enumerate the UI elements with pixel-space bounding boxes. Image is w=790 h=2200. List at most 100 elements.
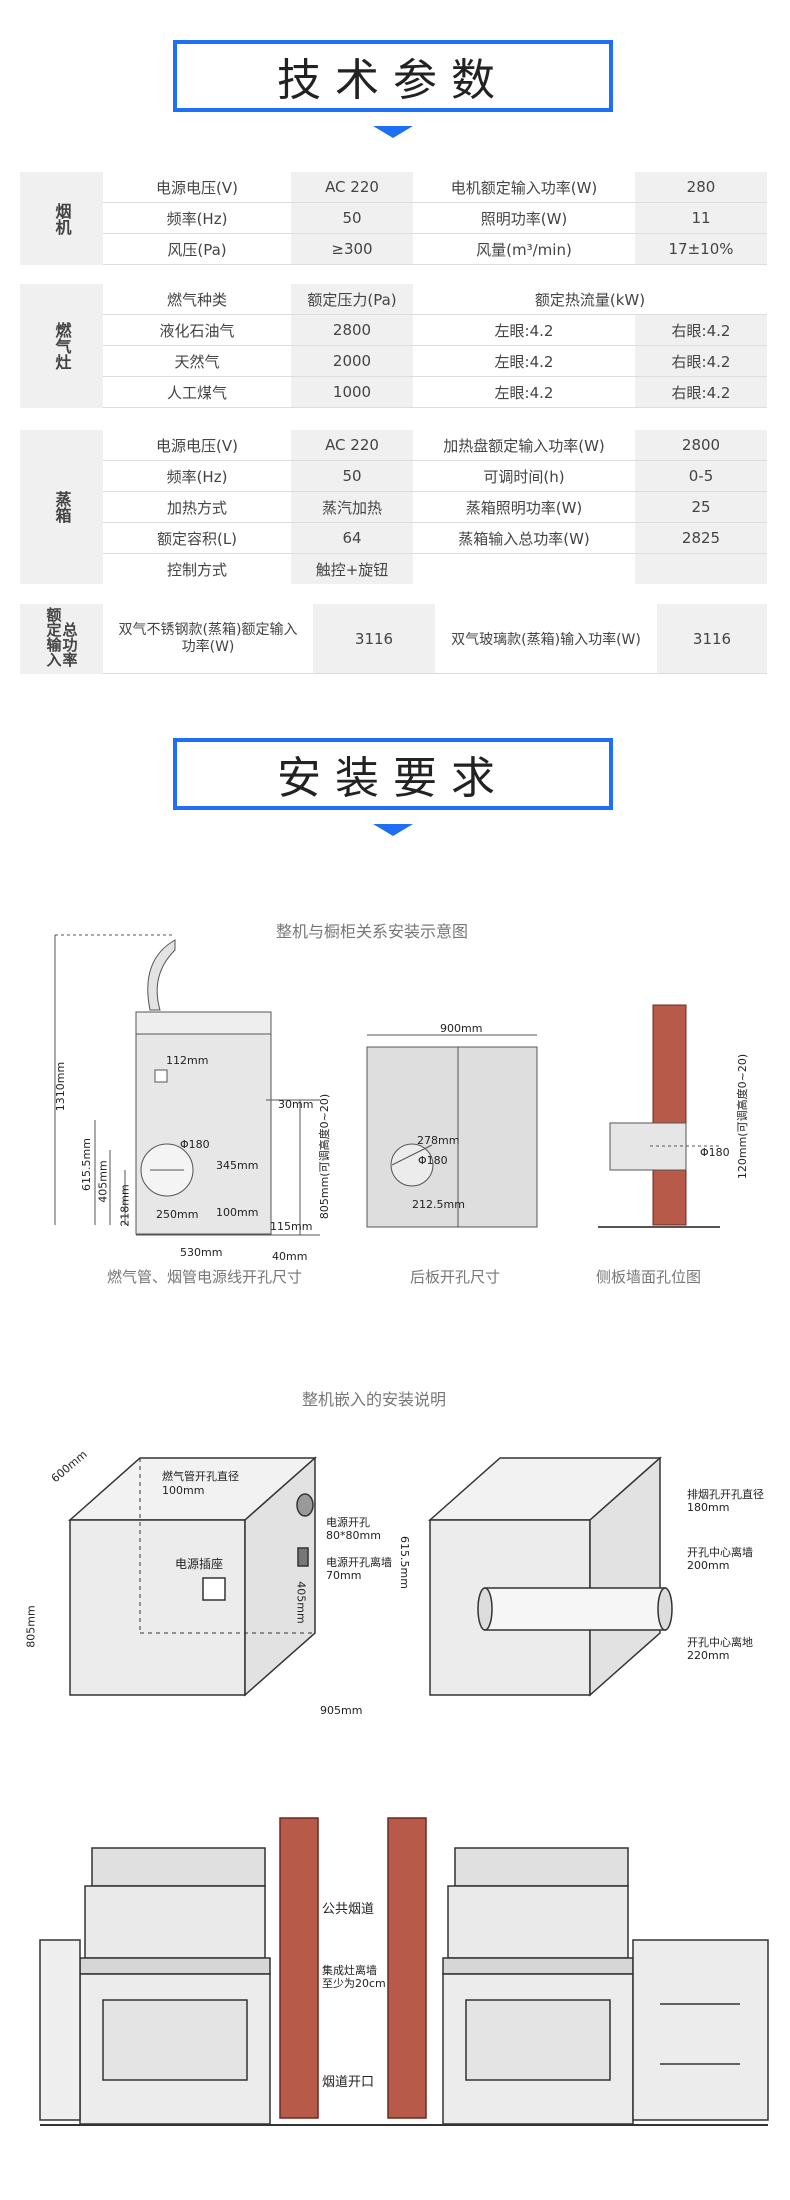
spec-value: 1000 xyxy=(291,377,413,408)
dim-label: 900mm xyxy=(440,1022,483,1035)
spec-label: 风压(Pa) xyxy=(103,234,291,265)
spec-header: 额定压力(Pa) xyxy=(291,284,413,315)
dim-label: 530mm xyxy=(180,1246,223,1259)
spec-label: 蒸箱照明功率(W) xyxy=(413,492,635,523)
dim-label: 805mm(可调高度0~20) xyxy=(318,1093,332,1220)
dim-label: 405mm xyxy=(96,1160,110,1203)
dim-label: 615.5mm xyxy=(79,1138,93,1191)
spec-label: 双气不锈钢款(蒸箱)额定输入功率(W) xyxy=(103,604,313,674)
spec-value: AC 220 xyxy=(291,430,413,461)
spec-label: 照明功率(W) xyxy=(413,203,635,234)
dim-label: 218mm xyxy=(118,1184,132,1227)
spec-label: 额定容积(L) xyxy=(103,523,291,554)
title-arrow xyxy=(373,824,413,836)
dim-label: 80*80mm xyxy=(326,1529,381,1542)
spec-value: 11 xyxy=(635,203,767,234)
hood-category: 烟机 xyxy=(20,172,103,265)
spec-value: 2825 xyxy=(635,523,767,554)
diagram1-drawing xyxy=(54,934,720,1236)
steamer-spec-table: 蒸箱 电源电压(V) AC 220 加热盘额定输入功率(W) 2800 频率(H… xyxy=(20,430,767,584)
spec-header: 额定热流量(kW) xyxy=(413,284,767,315)
distance-label: 集成灶离墙 xyxy=(322,1964,377,1977)
spec-label: 频率(Hz) xyxy=(103,461,291,492)
label: 排烟孔开孔直径 xyxy=(687,1488,764,1501)
spec-value: 50 xyxy=(291,203,413,234)
spec-label: 天然气 xyxy=(103,346,291,377)
label: 燃气管开孔直径 xyxy=(162,1470,239,1483)
diagram1-caption2: 后板开孔尺寸 xyxy=(410,1268,501,1286)
stove-spec-table: 燃气灶 燃气种类 额定压力(Pa) 额定热流量(kW) 液化石油气 2800 左… xyxy=(20,284,767,408)
spec-value: 280 xyxy=(635,172,767,203)
spec-value: 2000 xyxy=(291,346,413,377)
spec-value: 左眼:4.2 xyxy=(413,315,635,346)
spec-value xyxy=(635,554,767,584)
total-category: 额定输入总功率 xyxy=(20,604,103,674)
spec-label: 电机额定输入功率(W) xyxy=(413,172,635,203)
spec-label: 加热盘额定输入功率(W) xyxy=(413,430,635,461)
dim-label: 805mm xyxy=(24,1605,38,1648)
dim-label: 120mm(可调高度0~20) xyxy=(736,1053,750,1180)
opening-label: 烟道开口 xyxy=(322,2075,375,2090)
dim-label: 100mm xyxy=(216,1206,259,1219)
spec-value: 64 xyxy=(291,523,413,554)
total-power-table: 额定输入总功率 双气不锈钢款(蒸箱)额定输入功率(W) 3116 双气玻璃款(蒸… xyxy=(20,604,767,674)
spec-value: 2800 xyxy=(291,315,413,346)
dim-label: Φ180 xyxy=(700,1146,730,1159)
spec-value: 触控+旋钮 xyxy=(291,554,413,584)
dim-label: 250mm xyxy=(156,1208,199,1221)
diagram1-caption3: 侧板墙面孔位图 xyxy=(596,1268,702,1286)
title-arrow xyxy=(373,126,413,138)
spec-value: 右眼:4.2 xyxy=(635,315,767,346)
spec-label: 双气玻璃款(蒸箱)输入功率(W) xyxy=(435,604,657,674)
spec-label: 液化石油气 xyxy=(103,315,291,346)
label: 电源开孔离墙 xyxy=(326,1556,392,1569)
diagram1-caption1: 燃气管、烟管电源线开孔尺寸 xyxy=(107,1268,303,1286)
spec-value: 左眼:4.2 xyxy=(413,377,635,408)
spec-value: 3116 xyxy=(313,604,435,674)
total-category-b: 总功率 xyxy=(60,622,79,667)
dim-label: 220mm xyxy=(687,1649,730,1662)
label: 电源开孔 xyxy=(326,1516,370,1529)
dim-label: 200mm xyxy=(687,1559,730,1572)
flue-label: 公共烟道 xyxy=(322,1902,375,1917)
label: 电源插座 xyxy=(175,1557,224,1571)
spec-header: 燃气种类 xyxy=(103,284,291,315)
spec-label: 蒸箱输入总功率(W) xyxy=(413,523,635,554)
spec-label xyxy=(413,554,635,584)
spec-label: 风量(m³/min) xyxy=(413,234,635,265)
dim-label: 405mm xyxy=(294,1581,308,1624)
dim-label: 112mm xyxy=(166,1054,209,1067)
distance-label-2: 至少为20cm xyxy=(322,1977,386,1990)
spec-label: 可调时间(h) xyxy=(413,461,635,492)
label: 开孔中心离地 xyxy=(687,1636,753,1649)
spec-label: 电源电压(V) xyxy=(103,172,291,203)
spec-value: 右眼:4.2 xyxy=(635,377,767,408)
spec-value: 左眼:4.2 xyxy=(413,346,635,377)
dim-label: 100mm xyxy=(162,1484,205,1497)
spec-value: 右眼:4.2 xyxy=(635,346,767,377)
stove-category: 燃气灶 xyxy=(20,284,103,408)
dim-label: 615.5mm xyxy=(397,1536,411,1589)
dim-label: Φ180 xyxy=(418,1154,448,1167)
diagram2-drawing xyxy=(68,1456,673,1697)
spec-value: AC 220 xyxy=(291,172,413,203)
dim-label: 212.5mm xyxy=(412,1198,465,1211)
dim-label: 70mm xyxy=(326,1569,362,1582)
spec-label: 电源电压(V) xyxy=(103,430,291,461)
hood-spec-table: 烟机 电源电压(V) AC 220 电机额定输入功率(W) 280 频率(Hz)… xyxy=(20,172,767,265)
dim-label: 180mm xyxy=(687,1501,730,1514)
diagram1-title: 整机与橱柜关系安装示意图 xyxy=(276,922,469,941)
diagram2-title: 整机嵌入的安装说明 xyxy=(302,1390,447,1409)
dim-label: 1310mm xyxy=(54,1061,68,1112)
spec-value: 蒸汽加热 xyxy=(291,492,413,523)
dim-label: 905mm xyxy=(320,1704,363,1717)
spec-label: 频率(Hz) xyxy=(103,203,291,234)
spec-value: 3116 xyxy=(657,604,767,674)
dim-label: 345mm xyxy=(216,1159,259,1172)
label: 开孔中心离墙 xyxy=(687,1546,753,1559)
spec-value: ≥300 xyxy=(291,234,413,265)
dim-label: 115mm xyxy=(270,1220,313,1233)
section-title-text: 安装要求 xyxy=(277,753,509,804)
spec-value: 2800 xyxy=(635,430,767,461)
section-title-install: 安装要求 xyxy=(173,738,613,810)
